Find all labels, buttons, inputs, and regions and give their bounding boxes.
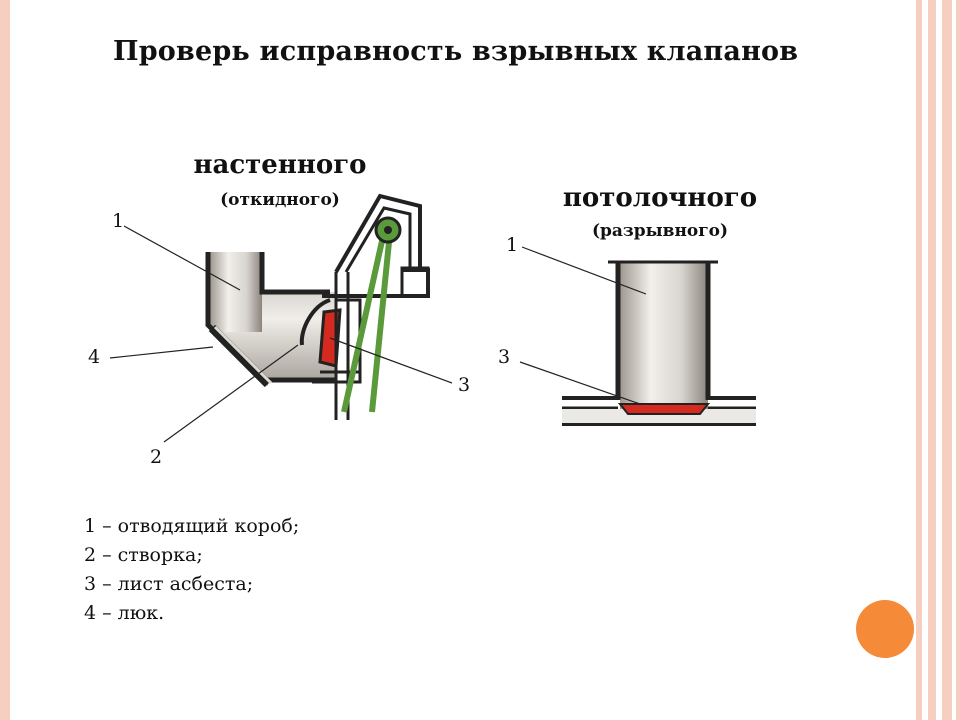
ceiling-valve-drawing	[562, 260, 756, 426]
wall-valve-heading: настенного	[193, 150, 367, 180]
ceiling-valve-leaders	[519, 246, 647, 405]
ceiling-valve-subheading: (разрывного)	[591, 221, 729, 241]
ceiling-label-3: 3	[498, 346, 511, 368]
ceiling-label-1: 1	[506, 234, 519, 256]
legend-item: 3 – лист асбеста;	[84, 573, 254, 595]
wall-valve-leaders	[109, 225, 453, 443]
wall-valve-drawing	[205, 193, 430, 420]
left-border-stripe	[0, 0, 10, 720]
wall-label-1: 1	[112, 210, 125, 232]
wall-label-3: 3	[458, 374, 471, 396]
legend-item: 2 – створка;	[84, 544, 203, 566]
ceiling-valve-heading: потолочного	[562, 183, 758, 213]
right-decorative-stripes	[916, 0, 960, 720]
decorative-orange-circle	[856, 600, 914, 658]
wall-label-2: 2	[150, 446, 163, 468]
legend-item: 1 – отводящий короб;	[84, 515, 300, 537]
legend: 1 – отводящий короб; 2 – створка; 3 – ли…	[84, 512, 299, 628]
wall-label-4: 4	[88, 346, 101, 368]
slide-title: Проверь исправность взрывных клапанов	[113, 36, 799, 67]
wall-valve-subheading: (откидного)	[220, 190, 340, 210]
legend-item: 4 – люк.	[84, 602, 165, 624]
